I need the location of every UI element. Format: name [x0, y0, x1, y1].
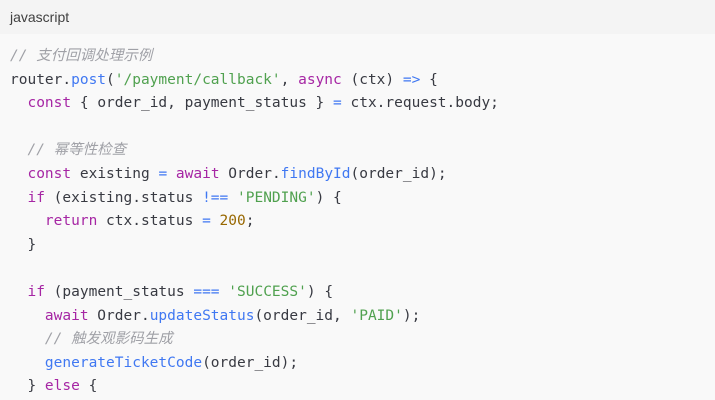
code-token-plain: ctx.status — [97, 213, 203, 230]
code-line: } else { — [10, 375, 715, 399]
code-token-plain: Order. — [219, 165, 281, 182]
code-token-keyword: const — [27, 165, 72, 182]
code-line: const { order_id, payment_status } = ctx… — [10, 92, 715, 116]
code-token-plain: router. — [10, 71, 72, 88]
code-token-keyword: else — [44, 378, 80, 395]
code-line: ​ — [10, 116, 715, 140]
code-token-plain: { — [420, 71, 438, 88]
code-token-function: updateStatus — [149, 307, 255, 324]
code-token-function: post — [71, 71, 107, 88]
code-token-plain: ) { — [306, 283, 334, 300]
code-token-operator: => — [402, 71, 421, 88]
code-token-plain — [10, 213, 45, 229]
code-token-comment: // 支付回调处理示例 — [10, 48, 153, 64]
code-token-plain: ctx.request.body; — [341, 95, 499, 112]
code-line: // 触发观影码生成 — [10, 328, 715, 352]
code-token-string: 'SUCCESS' — [228, 283, 307, 300]
code-line: return ctx.status = 200; — [10, 210, 715, 234]
code-line: generateTicketCode(order_id); — [10, 352, 715, 376]
code-token-string: 'PAID' — [350, 307, 403, 324]
code-token-plain: existing — [71, 165, 159, 182]
code-token-string: '/payment/callback' — [114, 71, 281, 88]
code-token-plain: (order_id, — [254, 307, 351, 324]
code-token-plain: } — [10, 236, 37, 253]
code-token-plain: Order. — [88, 307, 150, 324]
code-line: router.post('/payment/callback', async (… — [10, 69, 715, 93]
code-token-plain: (order_id); — [202, 354, 299, 371]
code-token-operator: === — [193, 283, 220, 300]
code-token-plain — [10, 308, 45, 324]
code-token-plain: (existing.status — [44, 189, 203, 206]
code-token-plain: (order_id); — [350, 165, 447, 182]
code-token-keyword: await — [44, 307, 89, 324]
code-token-number: 200 — [219, 213, 246, 230]
code-token-plain: (ctx) — [341, 71, 403, 88]
code-token-function: findById — [280, 165, 351, 182]
code-line: // 支付回调处理示例 — [10, 45, 715, 69]
code-token-plain — [167, 166, 176, 182]
code-token-plain: ; — [245, 213, 255, 230]
code-token-plain — [228, 190, 237, 206]
code-token-plain: { — [79, 378, 98, 395]
code-language-label: javascript — [10, 9, 70, 25]
code-token-plain — [211, 213, 220, 229]
code-token-string: 'PENDING' — [237, 189, 316, 206]
code-token-plain — [10, 355, 45, 371]
code-line: if (payment_status === 'SUCCESS') { — [10, 281, 715, 305]
code-token-keyword: return — [44, 213, 98, 230]
code-content[interactable]: // 支付回调处理示例 router.post('/payment/callbac… — [10, 45, 715, 399]
code-token-keyword: if — [27, 283, 45, 300]
code-token-operator: = — [202, 213, 211, 230]
code-token-plain: { order_id, payment_status } — [71, 95, 334, 112]
code-line: const existing = await Order.findById(or… — [10, 163, 715, 187]
code-token-keyword: const — [27, 95, 72, 112]
code-line: await Order.updateStatus(order_id, 'PAID… — [10, 305, 715, 329]
code-token-keyword: if — [27, 189, 45, 206]
code-token-operator: = — [158, 165, 168, 182]
code-token-plain: (payment_status — [44, 283, 194, 300]
code-token-plain — [10, 190, 27, 206]
code-token-function: generateTicketCode — [44, 354, 203, 371]
code-line: ​ — [10, 257, 715, 281]
code-line: if (existing.status !== 'PENDING') { — [10, 187, 715, 211]
code-token-plain: ) { — [315, 189, 342, 206]
code-token-comment: // 幂等性检查 — [27, 142, 127, 159]
code-header: javascript — [0, 0, 715, 34]
code-token-plain — [10, 284, 27, 300]
code-line: // 幂等性检查 — [10, 139, 715, 163]
code-token-plain: } — [10, 378, 45, 395]
code-token-plain: , — [280, 71, 299, 88]
code-line: } — [10, 234, 715, 258]
code-token-operator: !== — [202, 189, 229, 206]
code-token-plain — [10, 166, 27, 182]
code-body[interactable]: // 支付回调处理示例 router.post('/payment/callbac… — [0, 34, 715, 400]
code-token-plain — [10, 95, 27, 111]
code-token-plain: ); — [402, 307, 421, 324]
code-token-plain: ( — [106, 71, 115, 88]
code-token-plain — [220, 284, 229, 300]
code-token-keyword: async — [298, 71, 342, 88]
code-token-plain — [10, 142, 27, 158]
code-token-operator: = — [333, 95, 342, 112]
code-token-keyword: await — [175, 165, 220, 182]
code-token-comment: // 触发观影码生成 — [44, 331, 173, 348]
code-token-plain — [10, 331, 45, 347]
